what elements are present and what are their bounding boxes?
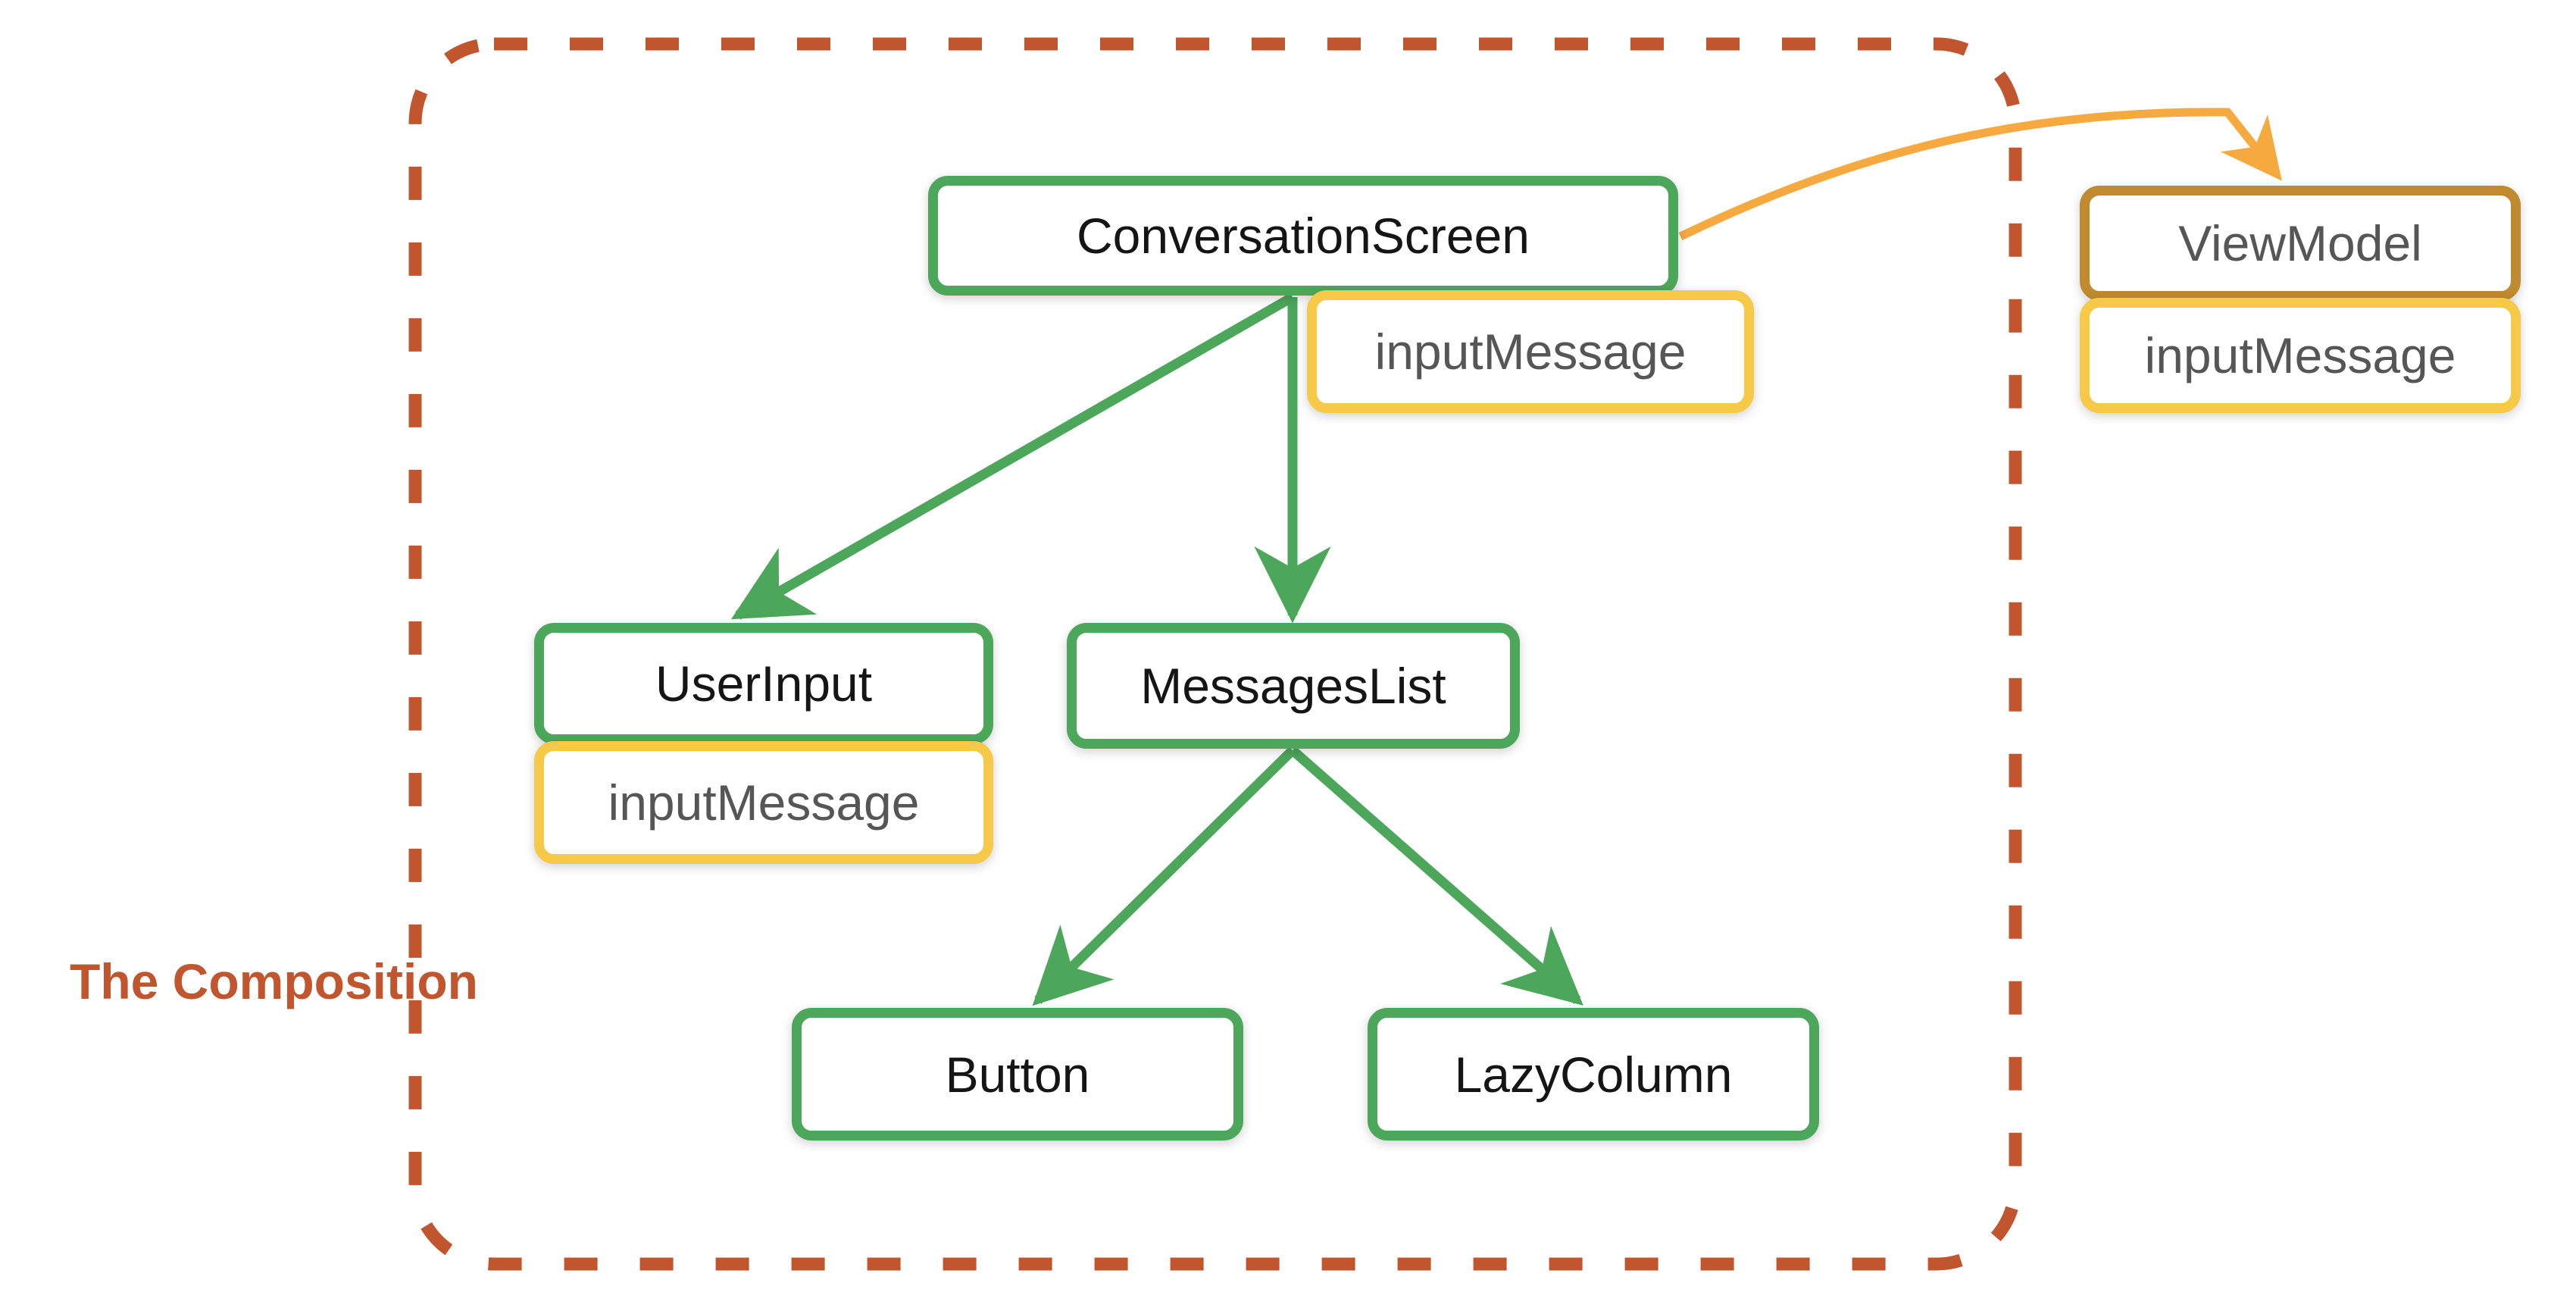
node-button-label: Button [945, 1046, 1090, 1103]
node-user-input-state[interactable]: inputMessage [534, 741, 993, 864]
node-view-model-state[interactable]: inputMessage [2080, 298, 2521, 413]
node-view-model-state-label: inputMessage [2144, 327, 2456, 383]
node-lazy-column[interactable]: LazyColumn [1368, 1008, 1819, 1141]
node-user-input-state-label: inputMessage [608, 774, 920, 831]
edge-conversationscreen-userinput [730, 293, 1296, 620]
node-button[interactable]: Button [792, 1008, 1243, 1141]
node-lazy-column-label: LazyColumn [1454, 1046, 1733, 1103]
node-conversation-screen-label: ConversationScreen [1077, 208, 1530, 264]
node-conversation-screen-state-label: inputMessage [1374, 324, 1687, 380]
composition-boundary-label: The Composition [70, 953, 478, 1009]
node-user-input[interactable]: UserInput [534, 623, 993, 744]
edge-messageslist-lazycolumn [1289, 746, 1583, 1006]
node-view-model-label: ViewModel [2178, 215, 2422, 271]
node-user-input-label: UserInput [655, 656, 873, 712]
node-messages-list-label: MessagesList [1140, 658, 1446, 714]
edge-messageslist-button [1032, 746, 1296, 1006]
node-messages-list[interactable]: MessagesList [1067, 623, 1520, 749]
node-view-model[interactable]: ViewModel [2080, 186, 2521, 301]
node-conversation-screen[interactable]: ConversationScreen [928, 176, 1678, 296]
node-conversation-screen-state[interactable]: inputMessage [1307, 290, 1754, 413]
